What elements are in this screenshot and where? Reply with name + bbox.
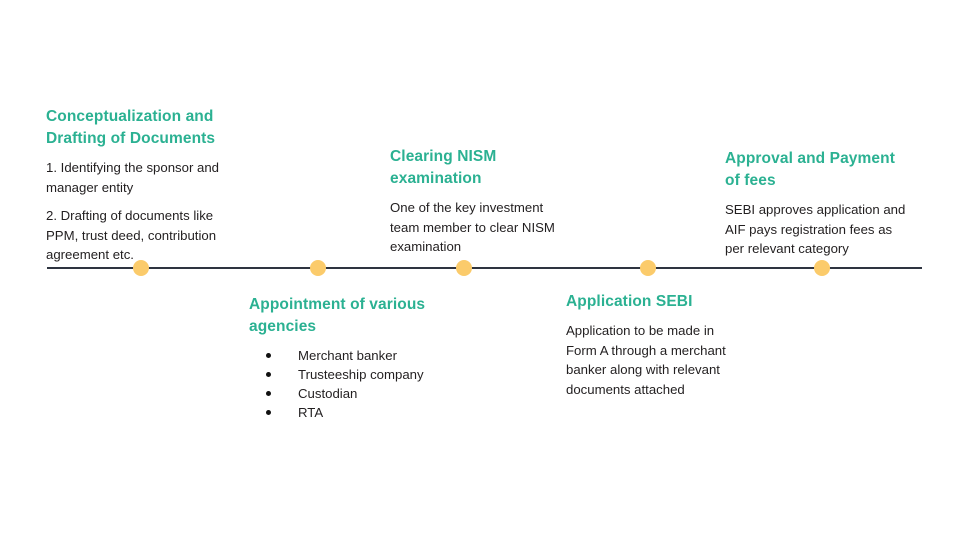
timeline-node-4[interactable] [640,260,656,276]
step-5-title: Approval and Payment of fees [725,150,895,189]
timeline-step-1: Conceptualization and Drafting of Docume… [46,106,244,265]
timeline-step-5: Approval and Payment of fees SEBI approv… [725,148,911,259]
timeline-step-4: Application SEBI Application to be made … [566,291,744,399]
timeline-node-2[interactable] [310,260,326,276]
list-item-label: Custodian [298,386,358,401]
step-1-paragraph-1: 1. Identifying the sponsor and manager e… [46,160,220,195]
step-1-title: Conceptualization and Drafting of Docume… [46,108,216,147]
list-item: Custodian [249,384,459,403]
bullet-dot-icon [266,391,271,396]
list-item-label: Trusteeship company [298,367,424,382]
step-2-title: Appointment of various agencies [249,296,426,335]
timeline-step-2: Appointment of various agencies Merchant… [249,294,459,422]
timeline-node-3[interactable] [456,260,472,276]
timeline-axis [47,267,922,269]
list-item: Merchant banker [249,346,459,365]
bullet-dot-icon [266,372,271,377]
list-item: Trusteeship company [249,365,459,384]
bullet-dot-icon [266,353,271,358]
timeline-step-3: Clearing NISM examination One of the key… [390,146,572,257]
step-4-paragraph-1: Application to be made in Form A through… [566,323,726,397]
bullet-dot-icon [266,410,271,415]
list-item-label: RTA [298,405,324,420]
timeline-node-5[interactable] [814,260,830,276]
step-5-paragraph-1: SEBI approves application and AIF pays r… [725,202,906,256]
list-item-label: Merchant banker [298,348,397,363]
step-3-paragraph-1: One of the key investment team member to… [390,200,555,254]
step-4-title: Application SEBI [566,293,693,310]
step-1-paragraph-2: 2. Drafting of documents like PPM, trust… [46,208,217,262]
step-2-bullet-list: Merchant banker Trusteeship company Cust… [249,346,459,422]
timeline-node-1[interactable] [133,260,149,276]
step-3-title: Clearing NISM examination [390,148,497,187]
list-item: RTA [249,403,459,422]
